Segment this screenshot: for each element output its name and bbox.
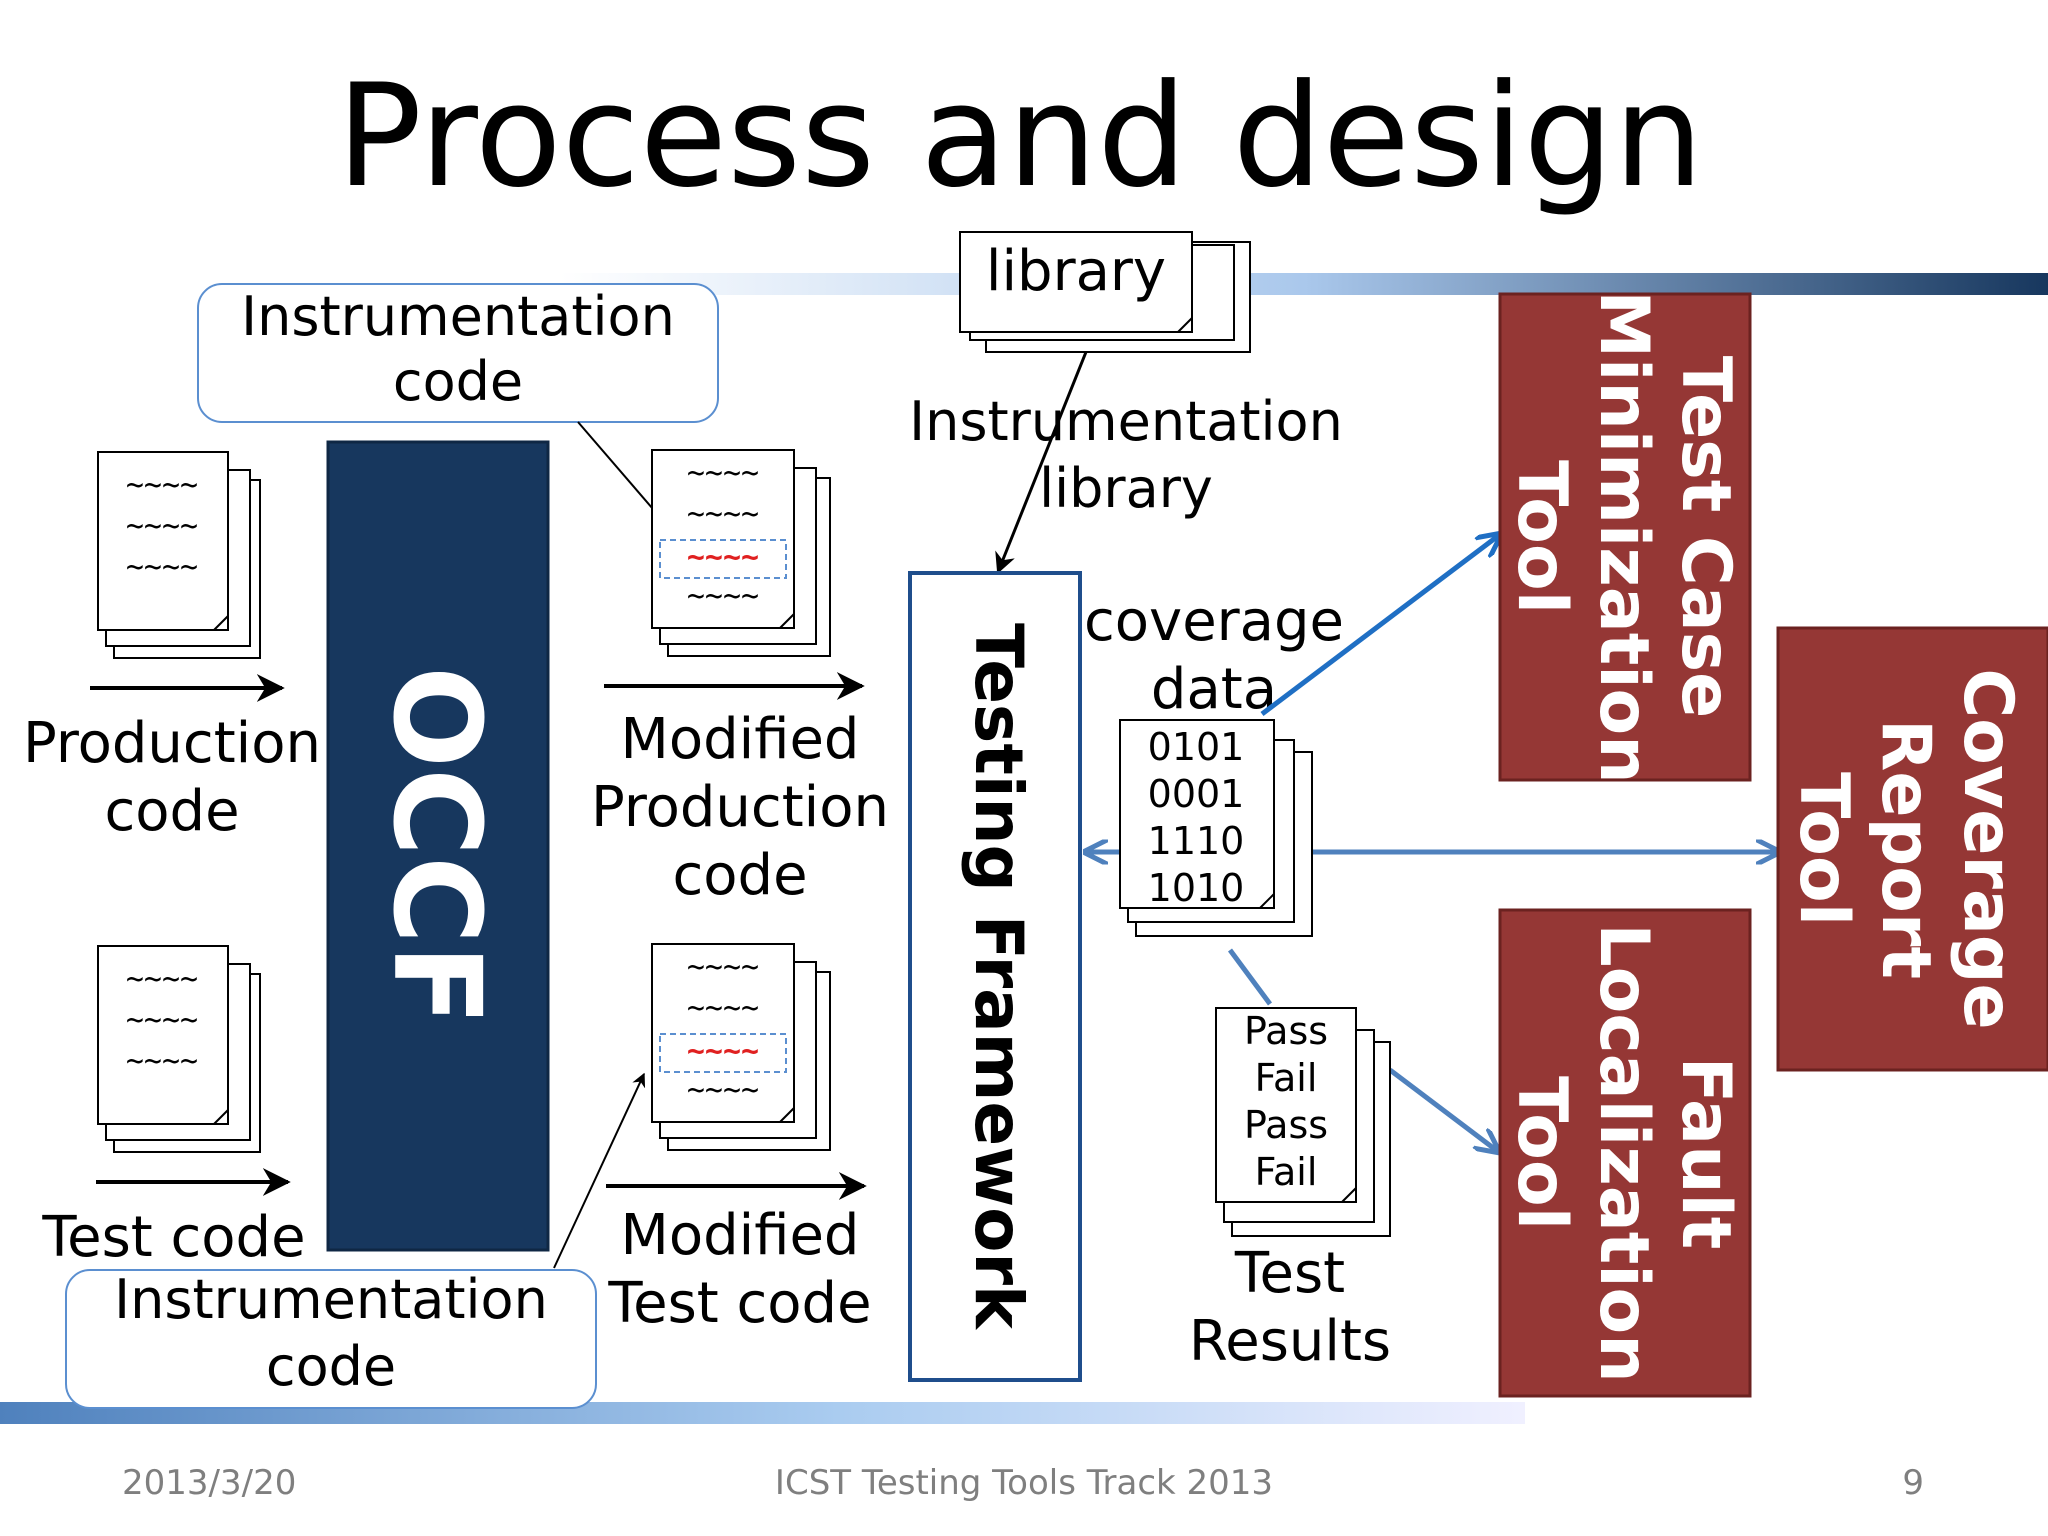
- tcm-line1: Test Case: [1666, 356, 1745, 719]
- testing-framework-box: [908, 571, 1082, 1382]
- coverage-report-tool: Coverage Report Tool: [1776, 626, 2048, 1072]
- test-squiggle-3: ~~~~: [126, 1044, 198, 1079]
- flt-line2: Localization: [1584, 923, 1663, 1382]
- tcm-line3: Tool: [1502, 460, 1581, 614]
- library-label: library: [986, 239, 1166, 304]
- modified-production-line1: Modified: [621, 707, 860, 772]
- result-line-3: Pass: [1244, 1103, 1328, 1147]
- modified-production-line2: Production: [591, 775, 889, 840]
- test-squiggle-1: ~~~~: [126, 962, 198, 997]
- test-results-line2: Results: [1189, 1309, 1391, 1374]
- crt-line2: Report: [1866, 719, 1945, 979]
- footer-page-number: 9: [1902, 1463, 1924, 1503]
- crt-line3: Tool: [1784, 772, 1863, 926]
- flt-line3: Tool: [1502, 1076, 1581, 1230]
- test-code-label: Test code: [41, 1205, 305, 1270]
- modified-production-line3: code: [672, 843, 807, 908]
- coverage-data-line1: coverage: [1084, 589, 1344, 654]
- binary-line-4: 1010: [1148, 866, 1245, 910]
- modified-test-line2: Test code: [607, 1271, 871, 1336]
- flt-line1: Fault: [1666, 1057, 1745, 1250]
- mod-prod-squiggle-1: ~~~~: [687, 456, 759, 491]
- prod-squiggle-1: ~~~~: [126, 468, 198, 503]
- instr-library-line2: library: [1039, 457, 1213, 520]
- production-code-doc-stack: ~~~~ ~~~~ ~~~~: [97, 451, 261, 659]
- instr-code-top-line2: code: [393, 350, 523, 413]
- result-line-4: Fail: [1255, 1150, 1318, 1194]
- library-doc-stack: library: [959, 231, 1251, 353]
- modified-production-doc-stack: ~~~~ ~~~~ ~~~~ ~~~~: [651, 449, 831, 657]
- instrumentation-code-callout-bottom: Instrumentation code: [65, 1072, 646, 1409]
- instrumentation-code-callout-top: Instrumentation code: [197, 283, 719, 554]
- instr-code-top-line1: Instrumentation: [241, 285, 675, 348]
- crt-line1: Coverage: [1948, 668, 2027, 1029]
- top-gradient-bar: [560, 273, 2048, 295]
- mod-test-squiggle-1: ~~~~: [687, 950, 759, 985]
- binary-line-2: 0001: [1148, 772, 1245, 816]
- mod-prod-inserted-squiggle: ~~~~: [687, 540, 759, 575]
- tcm-line2: Minimization: [1584, 290, 1663, 783]
- instr-library-arrow: [995, 351, 1088, 574]
- occf-box: [326, 440, 550, 1252]
- prod-squiggle-2: ~~~~: [126, 509, 198, 544]
- slide-title: Process and design: [336, 54, 1703, 219]
- mod-test-squiggle-4: ~~~~: [687, 1073, 759, 1108]
- fault-localization-tool: Fault Localization Tool: [1498, 908, 1752, 1398]
- result-line-2: Fail: [1255, 1056, 1318, 1100]
- occf-label: OCCF: [366, 666, 505, 1026]
- mod-prod-squiggle-4: ~~~~: [687, 579, 759, 614]
- modified-test-doc-stack: ~~~~ ~~~~ ~~~~ ~~~~: [651, 943, 831, 1151]
- test-case-minimization-tool: Test Case Minimization Tool: [1498, 290, 1752, 784]
- arrow-to-fault-localization: [1388, 1068, 1496, 1150]
- footer-event: ICST Testing Tools Track 2013: [775, 1463, 1273, 1503]
- coverage-data-doc-stack: 0101 0001 1110 1010: [1119, 719, 1313, 937]
- test-code-doc-stack: ~~~~ ~~~~ ~~~~: [97, 945, 261, 1153]
- binary-line-1: 0101: [1148, 725, 1245, 769]
- coverage-data-line2: data: [1151, 657, 1277, 722]
- mod-test-inserted-squiggle: ~~~~: [687, 1034, 759, 1069]
- mod-test-squiggle-2: ~~~~: [687, 991, 759, 1026]
- test-results-doc-stack: Pass Fail Pass Fail: [1215, 1007, 1391, 1237]
- instr-library-line1: Instrumentation: [909, 390, 1343, 453]
- testing-framework-label: Testing Framework: [960, 623, 1037, 1331]
- modified-test-line1: Modified: [621, 1203, 860, 1268]
- arrow-coverage-to-results: [1227, 948, 1273, 1006]
- test-squiggle-2: ~~~~: [126, 1003, 198, 1038]
- test-results-line1: Test: [1234, 1241, 1345, 1306]
- result-line-1: Pass: [1244, 1009, 1328, 1053]
- footer-date: 2013/3/20: [122, 1463, 296, 1503]
- production-code-line1: Production: [23, 711, 321, 776]
- prod-squiggle-3: ~~~~: [126, 550, 198, 585]
- instr-code-bottom-line1: Instrumentation: [114, 1268, 548, 1331]
- mod-prod-squiggle-2: ~~~~: [687, 497, 759, 532]
- arrow-to-tc-minimization: [1260, 536, 1498, 716]
- binary-line-3: 1110: [1148, 819, 1245, 863]
- instr-code-bottom-line2: code: [266, 1335, 396, 1398]
- production-code-line2: code: [104, 779, 239, 844]
